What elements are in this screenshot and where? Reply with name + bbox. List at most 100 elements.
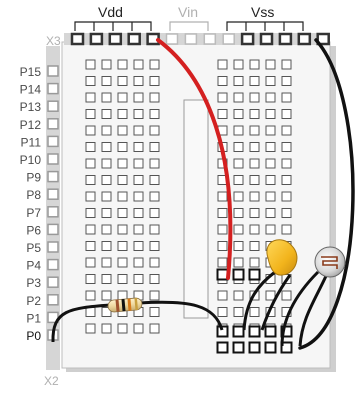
- socket-hole: [101, 274, 112, 284]
- socket-hole: [101, 76, 112, 86]
- header-pin-socket: [89, 32, 104, 46]
- socket-hole: [265, 290, 276, 301]
- photoresistor-icon: [314, 246, 346, 278]
- socket-hole: [133, 76, 144, 86]
- socket-hole: [149, 274, 160, 284]
- pin-label-p15: P15: [20, 65, 42, 79]
- socket-hole: [281, 125, 292, 136]
- socket-hole: [85, 323, 96, 334]
- header-pin-socket: [47, 206, 59, 218]
- socket-hole: [149, 224, 160, 235]
- socket-hole: [117, 142, 128, 152]
- active-socket: [280, 341, 293, 354]
- socket-hole: [101, 323, 112, 334]
- socket-hole: [217, 76, 228, 86]
- socket-hole: [217, 208, 228, 218]
- active-socket: [264, 341, 277, 354]
- pin-label-p6: P6: [26, 223, 41, 237]
- socket-hole: [149, 92, 160, 103]
- vss-bracket: [226, 21, 304, 31]
- socket-hole: [101, 109, 112, 119]
- socket-hole: [149, 290, 160, 301]
- socket-hole: [233, 59, 244, 70]
- socket-hole: [149, 191, 160, 202]
- vdd-label: Vdd: [98, 4, 123, 20]
- socket-hole: [117, 125, 128, 136]
- socket-hole: [85, 158, 96, 169]
- active-socket: [248, 325, 261, 338]
- pin-label-p13: P13: [20, 100, 42, 114]
- socket-hole: [233, 307, 244, 317]
- socket-hole: [85, 92, 96, 103]
- active-socket: [232, 268, 245, 281]
- socket-hole: [133, 274, 144, 284]
- socket-hole: [133, 92, 144, 103]
- socket-hole: [149, 109, 160, 119]
- socket-hole: [233, 257, 244, 268]
- socket-hole: [217, 290, 228, 301]
- header-pin-socket: [278, 32, 293, 46]
- socket-hole: [281, 208, 292, 218]
- header-pin-socket: [47, 276, 59, 288]
- red-jumper-wire: [156, 38, 233, 280]
- socket-hole: [85, 290, 96, 301]
- header-pin-socket: [108, 32, 123, 46]
- header-pin-socket: [165, 33, 179, 45]
- header-pin-socket: [47, 100, 59, 112]
- header-pin-socket: [240, 32, 255, 46]
- socket-hole: [85, 241, 96, 251]
- active-socket: [280, 325, 293, 338]
- header-pin-socket: [47, 241, 59, 253]
- socket-hole: [249, 142, 260, 152]
- pin-label-p11: P11: [21, 135, 42, 149]
- socket-hole: [117, 59, 128, 70]
- socket-hole: [133, 142, 144, 152]
- socket-hole: [233, 175, 244, 185]
- socket-hole: [117, 241, 128, 251]
- socket-hole: [281, 76, 292, 86]
- socket-hole: [85, 109, 96, 119]
- socket-hole: [85, 76, 96, 86]
- socket-hole: [149, 125, 160, 136]
- socket-hole: [133, 109, 144, 119]
- socket-hole: [281, 109, 292, 119]
- socket-hole: [249, 59, 260, 70]
- socket-hole: [233, 125, 244, 136]
- capacitor-lead-left: [242, 270, 276, 331]
- socket-hole: [117, 208, 128, 218]
- socket-hole: [281, 290, 292, 301]
- socket-hole: [233, 158, 244, 169]
- black-wire-resistor-to-node: [139, 300, 224, 331]
- socket-hole: [117, 257, 128, 268]
- socket-grid-left: [85, 59, 160, 334]
- socket-hole: [117, 92, 128, 103]
- header-pin-socket: [47, 135, 59, 148]
- socket-hole: [133, 125, 144, 136]
- socket-hole: [85, 208, 96, 218]
- socket-hole: [249, 175, 260, 185]
- socket-hole: [265, 125, 276, 136]
- socket-hole: [265, 224, 276, 235]
- socket-hole: [117, 323, 128, 334]
- socket-hole: [133, 59, 144, 70]
- x3-label: X3: [46, 34, 61, 48]
- socket-hole: [265, 109, 276, 119]
- active-socket: [216, 325, 229, 338]
- socket-hole: [149, 158, 160, 169]
- socket-hole: [233, 76, 244, 86]
- pin-label-p4: P4: [26, 259, 41, 273]
- socket-hole: [101, 158, 112, 169]
- active-socket: [216, 341, 229, 354]
- socket-hole: [85, 59, 96, 70]
- socket-hole: [85, 142, 96, 152]
- socket-hole: [101, 224, 112, 235]
- socket-hole: [249, 76, 260, 86]
- socket-hole: [233, 92, 244, 103]
- socket-hole: [85, 307, 96, 317]
- header-pin-socket: [47, 82, 59, 95]
- socket-hole: [117, 109, 128, 119]
- pin-label-p14: P14: [20, 83, 42, 97]
- socket-hole: [265, 208, 276, 218]
- socket-hole: [149, 175, 160, 185]
- photoresistor-lead-right: [298, 275, 328, 347]
